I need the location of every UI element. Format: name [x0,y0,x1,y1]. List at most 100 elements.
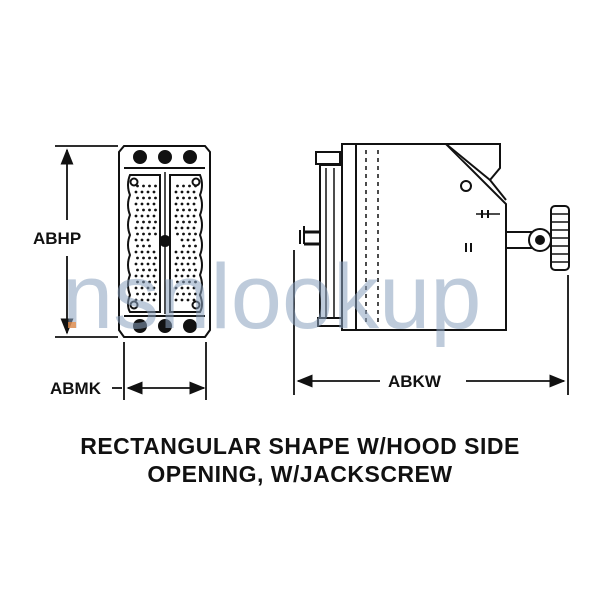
contact-pin [194,184,197,188]
contact-pin [136,220,139,224]
contact-pin [140,286,144,290]
contact-pin [176,292,179,296]
abkw-label: ABKW [388,372,442,391]
contact-pin [174,274,178,278]
contact-pin [148,292,151,296]
abmk-dimension [112,342,207,400]
contact-pin [134,274,138,278]
contact-pin [192,298,196,302]
contact-pin [152,202,156,206]
contact-pin [134,286,138,290]
contact-pin [142,280,145,284]
contact-pin [136,232,139,236]
contact-pin [146,214,150,218]
contact-pin [148,280,151,284]
abkw-dimension [293,250,569,395]
top-screw [183,150,197,164]
contact-pin [186,286,190,290]
caption-line-1: RECTANGULAR SHAPE W/HOOD SIDE [80,433,520,459]
contact-pin [148,196,151,200]
contact-pin [146,262,150,266]
contact-pin [146,226,150,230]
contact-pin [146,190,150,194]
contact-pin [180,274,184,278]
watermark-accent [68,322,76,328]
side-view [299,143,570,331]
contact-pin [188,220,191,224]
contact-pin [142,232,145,236]
contact-pin [182,220,185,224]
contact-pin [140,214,144,218]
insert-right [169,174,203,313]
contact-pin [192,190,196,194]
abmk-label: ABMK [50,379,102,398]
contact-pin [154,280,157,284]
contact-pin [194,280,197,284]
corner-screw [191,300,201,310]
contact-pin [140,298,144,302]
center-jackscrew [159,235,171,247]
contact-pin [186,238,190,242]
contact-pin [188,244,191,248]
contact-pin [182,208,185,212]
contact-pin [140,226,144,230]
contact-pin [180,226,184,230]
contact-pin [174,250,178,254]
contact-pin [154,196,157,200]
contact-pin [176,280,179,284]
top-screw [133,150,147,164]
contact-pin [182,292,185,296]
contact-pin [192,262,196,266]
contact-pin [134,226,138,230]
contact-pin [180,298,184,302]
contact-pin [192,202,196,206]
contact-pin [174,202,178,206]
contact-pin [176,232,179,236]
contact-pin [174,286,178,290]
contact-pin [182,244,185,248]
contact-pin [140,190,144,194]
contact-pin [186,214,190,218]
contact-pin [182,196,185,200]
contact-pin [152,250,156,254]
contact-pin [188,184,191,188]
contact-pin [174,262,178,266]
contact-pin [194,292,197,296]
contact-pin [146,286,150,290]
contact-pin [194,244,197,248]
contact-pin [154,232,157,236]
contact-pin [140,250,144,254]
contact-pin [176,208,179,212]
contact-pin [188,292,191,296]
contact-pin [136,196,139,200]
contact-pin [194,232,197,236]
contact-pin [186,250,190,254]
contact-pin [146,202,150,206]
contact-pin [142,184,145,188]
contact-pin [136,292,139,296]
contact-pin [186,190,190,194]
abhp-label: ABHP [33,229,81,248]
contact-pin [194,220,197,224]
corner-screw [129,177,139,187]
contact-pin [136,256,139,260]
watermark: nsnlookup [62,246,481,348]
caption-line-2: OPENING, W/JACKSCREW [147,461,453,487]
bottom-screw [133,319,147,333]
abhp-dimension [55,145,118,338]
contact-pin [188,256,191,260]
contact-pin [182,256,185,260]
contact-pin [176,196,179,200]
contact-pin [176,268,179,272]
contact-pin [140,238,144,242]
contact-pin [188,196,191,200]
contact-pin [146,274,150,278]
contact-pin [180,238,184,242]
contact-pin [134,214,138,218]
contact-pin [148,244,151,248]
contact-pin [142,256,145,260]
contact-pin [192,226,196,230]
contact-pin [136,244,139,248]
contact-pin [136,280,139,284]
contact-pin [136,268,139,272]
